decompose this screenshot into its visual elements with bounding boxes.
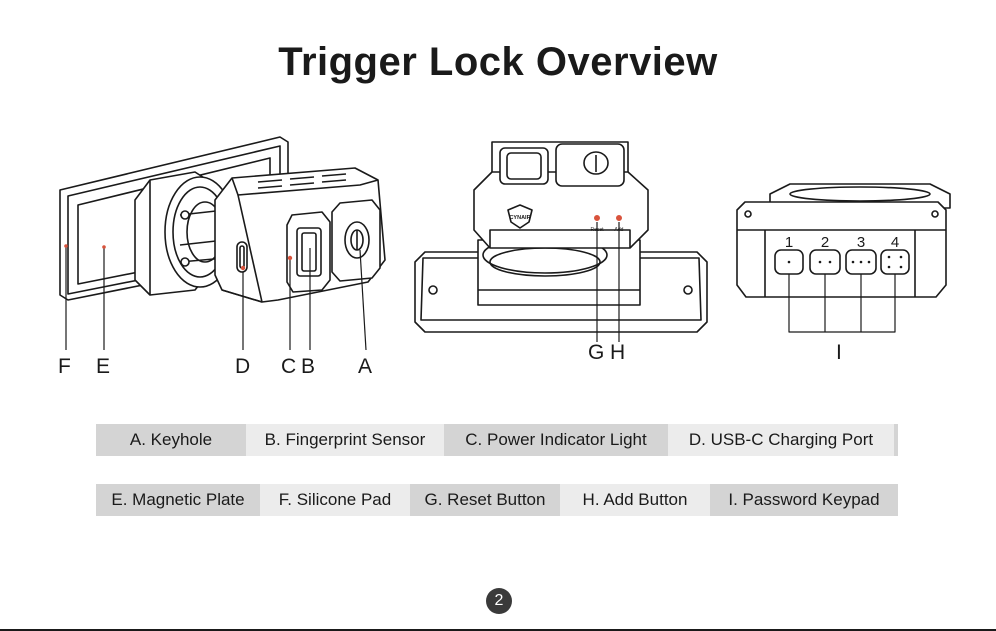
callout-c: C [281,356,296,377]
page-number-badge: 2 [486,588,512,614]
right-view-device [737,184,950,297]
callout-b: B [301,356,315,377]
callout-g: G [588,342,604,363]
left-view-device [60,137,385,302]
callout-i: I [836,342,842,363]
legend-row-2: E. Magnetic Plate F. Silicone Pad G. Res… [96,484,898,516]
add-print-label: Add [615,227,624,233]
callout-e: E [96,356,110,377]
callout-h: H [610,342,625,363]
middle-view-device [415,142,707,332]
keypad-digit-2: 2 [821,234,829,251]
legend-item-magnetic-plate: E. Magnetic Plate [96,484,260,516]
legend-item-reset-button: G. Reset Button [410,484,560,516]
legend-item-fingerprint-sensor: B. Fingerprint Sensor [246,424,444,456]
keypad-digit-1: 1 [785,234,793,251]
legend-row-1: A. Keyhole B. Fingerprint Sensor C. Powe… [96,424,898,456]
callout-f: F [58,356,71,377]
keypad-digit-3: 3 [857,234,865,251]
callout-a: A [358,356,372,377]
keypad-digit-4: 4 [891,234,899,251]
legend-item-usb-c-port: D. USB-C Charging Port [668,424,894,456]
legend-item-power-indicator: C. Power Indicator Light [444,424,668,456]
legend-item-silicone-pad: F. Silicone Pad [260,484,410,516]
legend-item-keyhole: A. Keyhole [96,424,246,456]
callout-d: D [235,356,250,377]
legend-item-add-button: H. Add Button [560,484,710,516]
legend-item-password-keypad: I. Password Keypad [710,484,898,516]
brand-logo-text: CYNAIR [509,215,530,221]
reset-print-label: Reset [590,227,604,233]
